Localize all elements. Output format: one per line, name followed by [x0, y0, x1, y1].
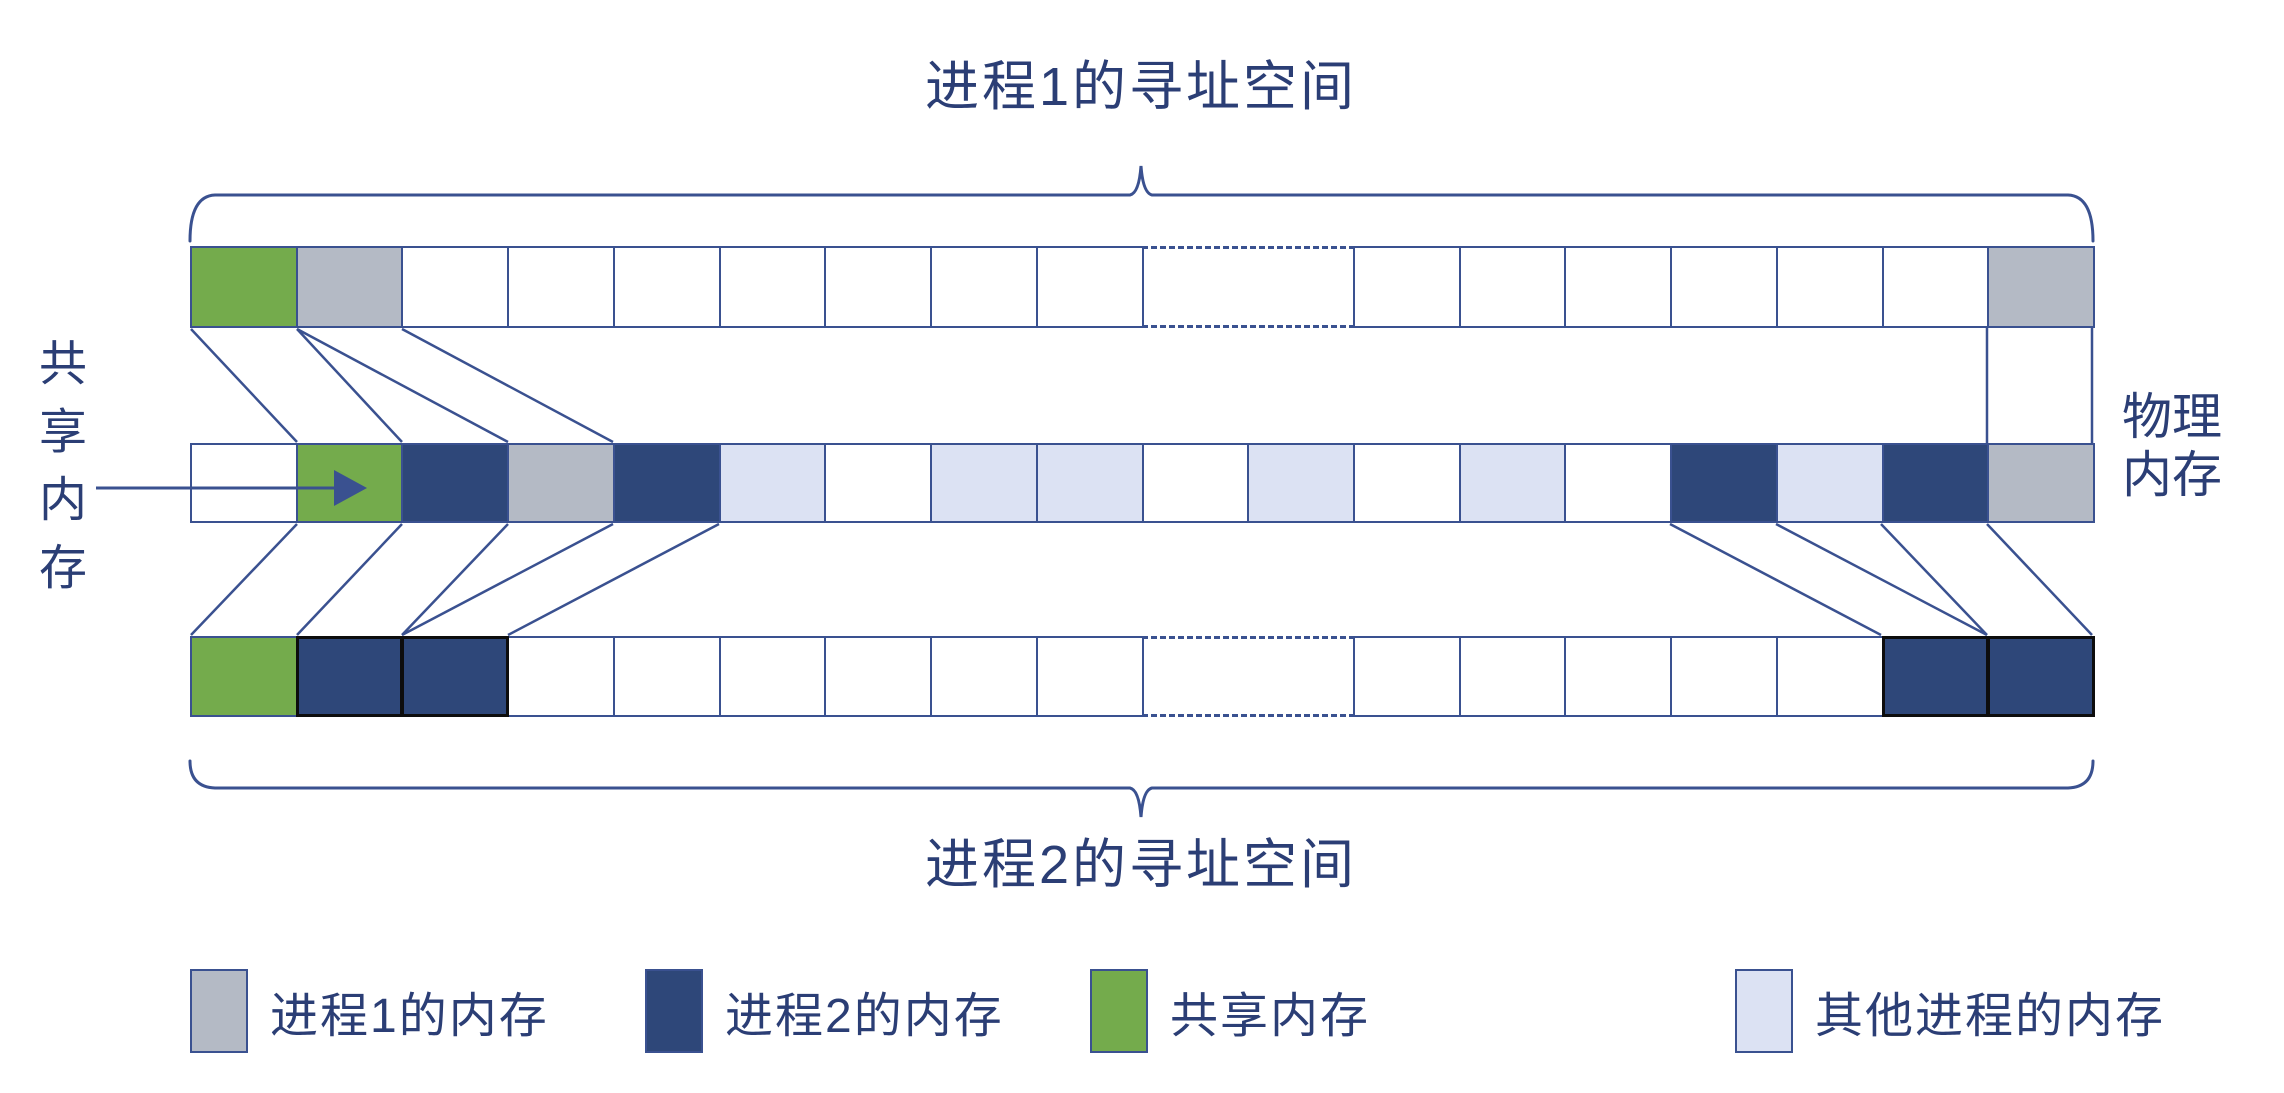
free-memory-cell: [930, 246, 1038, 328]
free-memory-cell: [719, 636, 826, 717]
process2-address-space-title: 进程2的寻址空间: [924, 835, 1358, 895]
legend-label: 共享内存: [1170, 990, 1371, 1043]
free-memory-cell: [1776, 246, 1884, 328]
free-memory-cell: [1353, 443, 1461, 523]
physical-memory-label: 物理内存: [2122, 389, 2222, 503]
free-memory-cell: [824, 246, 932, 328]
free-memory-cell: [930, 636, 1038, 717]
process2-memory-cell: [1670, 443, 1778, 523]
process1-memory-cell: [507, 443, 615, 523]
process2-memory-cell: [1882, 443, 1989, 523]
shared-memory-cell: [296, 443, 403, 523]
process2-memory-cell: [613, 443, 721, 523]
other-process-memory-cell: [719, 443, 826, 523]
legend-item-shared: 共享内存: [1090, 968, 1370, 1054]
free-memory-cell: [613, 246, 721, 328]
free-memory-cell: [1564, 443, 1672, 523]
free-memory-cell: [190, 443, 298, 523]
free-memory-cell: [1142, 443, 1249, 523]
legend-swatch-p2: [645, 969, 703, 1053]
process1-address-space-title: 进程1的寻址空间: [924, 57, 1358, 117]
free-memory-cell: [1670, 636, 1778, 717]
free-memory-cell: [824, 636, 932, 717]
process2-memory-cell: [401, 636, 509, 717]
other-process-memory-cell: [1776, 443, 1884, 523]
free-memory-cell: [1459, 246, 1566, 328]
legend-swatch-p1: [190, 969, 248, 1053]
process2-memory-cell: [401, 443, 509, 523]
free-memory-cell: [824, 443, 932, 523]
bottom-brace: [188, 759, 2095, 818]
process2-memory-cell: [1882, 636, 1989, 717]
process2-memory-cell: [1987, 636, 2095, 717]
legend-label: 进程2的内存: [725, 990, 1004, 1043]
legend-swatch-other: [1735, 969, 1793, 1053]
free-memory-cell: [401, 246, 509, 328]
legend-item-p2: 进程2的内存: [645, 968, 1004, 1054]
other-process-memory-cell: [930, 443, 1038, 523]
process1-memory-cell: [296, 246, 403, 328]
top-brace: [188, 165, 2095, 243]
legend-label: 其他进程的内存: [1815, 990, 2166, 1043]
process1-memory-cell: [1987, 443, 2095, 523]
free-memory-cell: [1564, 636, 1672, 717]
free-memory-cell: [1353, 636, 1461, 717]
free-memory-cell: [1036, 246, 1144, 328]
free-memory-cell: [613, 636, 721, 717]
free-memory-cell: [719, 246, 826, 328]
free-memory-cell: [1882, 246, 1989, 328]
other-process-memory-cell: [1459, 443, 1566, 523]
free-memory-cell: [1670, 246, 1778, 328]
free-memory-cell: [507, 246, 615, 328]
dashed-gap: [1142, 636, 1355, 717]
legend-swatch-shared: [1090, 969, 1148, 1053]
free-memory-cell: [1564, 246, 1672, 328]
free-memory-cell: [1459, 636, 1566, 717]
shared-memory-label: 共享内存: [31, 338, 84, 610]
free-memory-cell: [1353, 246, 1461, 328]
free-memory-cell: [1776, 636, 1884, 717]
process1-memory-cell: [1987, 246, 2095, 328]
free-memory-cell: [1036, 636, 1144, 717]
mapping-lines-physical-to-bottom: [190, 522, 2093, 637]
dashed-gap: [1142, 246, 1355, 328]
mapping-lines-top-to-physical: [190, 327, 2094, 444]
legend-label: 进程1的内存: [270, 990, 549, 1043]
shared-memory-cell: [190, 636, 298, 717]
shared-memory-cell: [190, 246, 298, 328]
process2-memory-cell: [296, 636, 403, 717]
legend-item-p1: 进程1的内存: [190, 968, 549, 1054]
free-memory-cell: [507, 636, 615, 717]
other-process-memory-cell: [1036, 443, 1144, 523]
legend-item-other: 其他进程的内存: [1735, 968, 2165, 1054]
other-process-memory-cell: [1247, 443, 1355, 523]
